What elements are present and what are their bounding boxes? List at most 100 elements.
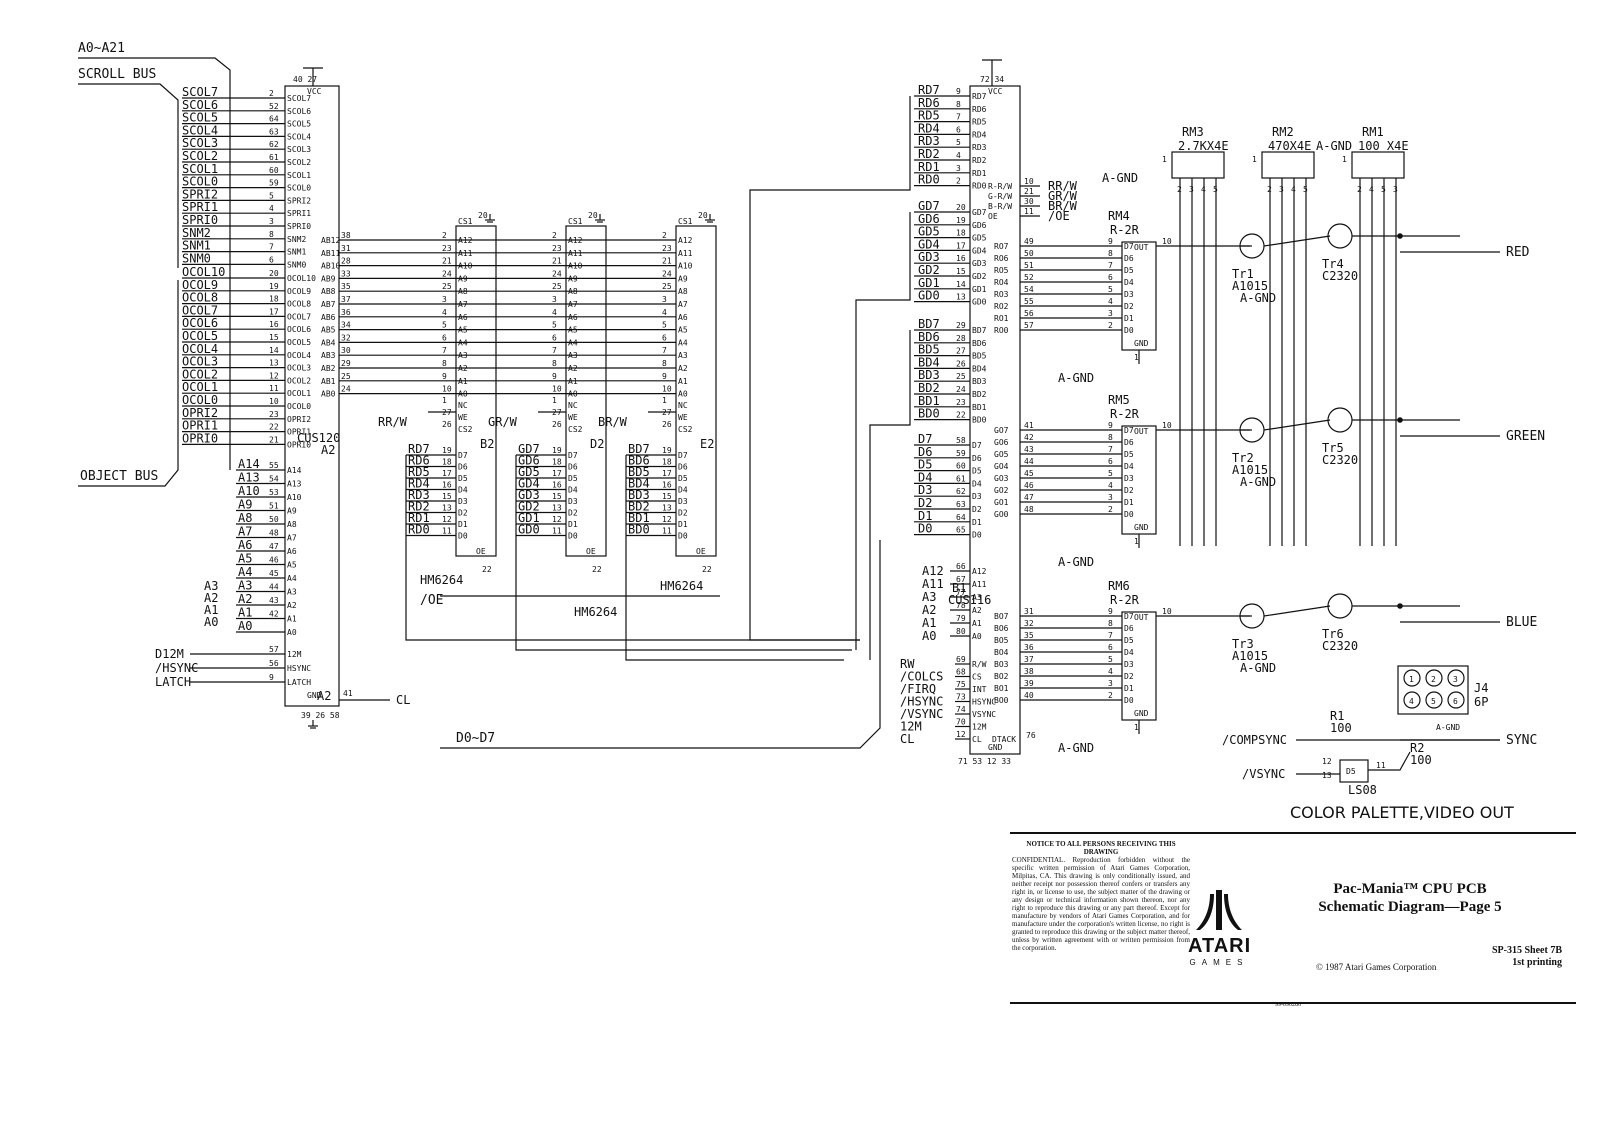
ram-cs1-pin: 20: [478, 211, 488, 220]
a2-pin: 52: [269, 102, 279, 111]
b1-ref: B1: [952, 581, 966, 595]
a2-pin: 50: [269, 515, 279, 524]
transistor-gnd: A-GND: [1240, 475, 1276, 489]
a2-pin: 46: [269, 556, 279, 565]
ram-oe: OE: [476, 547, 486, 556]
ram-addr-name: A11: [458, 249, 473, 258]
ram-ctrl-name: NC: [678, 401, 688, 410]
scroll-net-SCOL5: SCOL5: [182, 111, 218, 125]
b1-green-net-GD1: GD1: [918, 276, 940, 290]
ladder-pin-name: D6: [1124, 254, 1134, 263]
b1-out-pin: 39: [1024, 679, 1034, 688]
ram-addr-pin: 21: [662, 257, 672, 266]
a2-pin: 21: [269, 435, 279, 444]
b1-dtack-pin: 76: [1026, 731, 1036, 740]
ladder-pin-name: D2: [1124, 672, 1134, 681]
b1-ctrl-pin: 75: [956, 680, 966, 689]
b1-red-pin: 6: [956, 125, 961, 134]
a2-pin-name: A3: [287, 588, 297, 597]
b1-ctrl-pin: 70: [956, 718, 966, 727]
ram-addr-pin: 4: [662, 308, 667, 317]
b1-wr-pin: 30: [1024, 197, 1034, 206]
ram-data-pin: 19: [442, 446, 452, 455]
ram-addr-name: A5: [568, 326, 578, 335]
ladder-pin: 6: [1108, 273, 1113, 282]
ladder-pin-name: D4: [1124, 278, 1134, 287]
a2-pin: 10: [269, 397, 279, 406]
network-pin1: 1: [1252, 155, 1257, 164]
b1-green-pin: 15: [956, 267, 966, 276]
b1-data-pin: 61: [956, 474, 966, 483]
b1-wr-pin: 11: [1024, 207, 1034, 216]
b1-out-name: BO2: [994, 672, 1009, 681]
printing: 1st printing: [1512, 957, 1562, 968]
ladder-gnd: GND: [1134, 523, 1149, 532]
b1-green-net-GD6: GD6: [918, 212, 940, 226]
b1-green-pin-name: GD2: [972, 272, 987, 281]
a2-pin-name: SCOL5: [287, 120, 311, 129]
ram-oe: OE: [696, 547, 706, 556]
ram-addr-pin: 5: [442, 321, 447, 330]
connector-agnd: A-GND: [1436, 723, 1460, 732]
ram-addr-pin: 25: [442, 282, 452, 291]
b1-ext-A11: A11: [922, 577, 944, 591]
network-ref-RM1: RM1: [1362, 125, 1384, 139]
ram-addr-name: A2: [568, 364, 578, 373]
b1-part: CUS116: [948, 593, 991, 607]
a2-pin-name: A5: [287, 561, 297, 570]
b1-data-pin-name: D3: [972, 492, 982, 501]
a2-pin-name: A8: [287, 520, 297, 529]
ram-addr-pin: 2: [662, 231, 667, 240]
b1-ctrl-CS: /COLCS: [900, 670, 943, 684]
b1-ctrl-pin: 12: [956, 730, 966, 739]
a2-gnd-pins: 39 26 58: [301, 711, 340, 720]
ram-bus-BD1: BD1: [628, 511, 650, 525]
b1-wr-net: GR/W: [1048, 189, 1078, 203]
ram-data-pin: 18: [662, 458, 672, 467]
network-RM1: [1351, 151, 1405, 179]
a2-addr-A10: A10: [238, 484, 260, 498]
b1-data-net-D0: D0: [918, 522, 932, 536]
scroll-net-SCOL2: SCOL2: [182, 149, 218, 163]
b1-out-name: RO7: [994, 242, 1009, 251]
scroll-net-SPRI0: SPRI0: [182, 213, 218, 227]
a2-out-name: AB4: [321, 338, 336, 347]
ladder-value: R-2R: [1110, 223, 1140, 237]
ram-D2: [565, 225, 607, 557]
b1-data-pin-name: D4: [972, 479, 982, 488]
ram-addr-pin: 7: [552, 346, 557, 355]
ram-data-name: D4: [568, 486, 578, 495]
ext-addr-A1: A1: [204, 603, 218, 617]
a2-ref: A2: [317, 689, 331, 703]
b1-out-pin: 32: [1024, 619, 1034, 628]
ext-addr-A0: A0: [204, 615, 218, 629]
b1-out-pin: 37: [1024, 655, 1034, 664]
a2-pin: 61: [269, 153, 279, 162]
ladder-out: OUT: [1134, 243, 1149, 252]
ram-we-net: BR/W: [598, 415, 628, 429]
b1-out-pin: 35: [1024, 631, 1034, 640]
b1-out-pin: 31: [1024, 607, 1034, 616]
ram-addr-pin: 6: [552, 333, 557, 342]
a2-pin-name: SNM1: [287, 248, 306, 257]
transistor-ref-Tr4: Tr4: [1322, 257, 1344, 271]
ram-data-name: D6: [678, 463, 688, 472]
ram-data-pin: 17: [552, 469, 562, 478]
a2-pin-name: A13: [287, 480, 302, 489]
ladder-ref: RM4: [1108, 209, 1130, 223]
diagram-caption: COLOR PALETTE,VIDEO OUT: [1290, 803, 1514, 822]
ram-addr-name: A8: [678, 287, 688, 296]
a2-addr-A8: A8: [238, 511, 252, 525]
network-pin: 2: [1267, 185, 1272, 194]
network-RM3: [1171, 151, 1225, 179]
b1-red-net-RD5: RD5: [918, 109, 940, 123]
a2-pin-name: A10: [287, 493, 302, 502]
ladder-pin-name: D6: [1124, 438, 1134, 447]
b1-data-net-D5: D5: [918, 458, 932, 472]
ram-bus-RD4: RD4: [408, 477, 430, 491]
b1-red-net-RD7: RD7: [918, 83, 940, 97]
ram-part-e2: HM6264: [660, 579, 703, 593]
a2-out-pin: 30: [341, 346, 351, 355]
a2-out-pin: 25: [341, 372, 351, 381]
b1-out-name: GO1: [994, 498, 1009, 507]
